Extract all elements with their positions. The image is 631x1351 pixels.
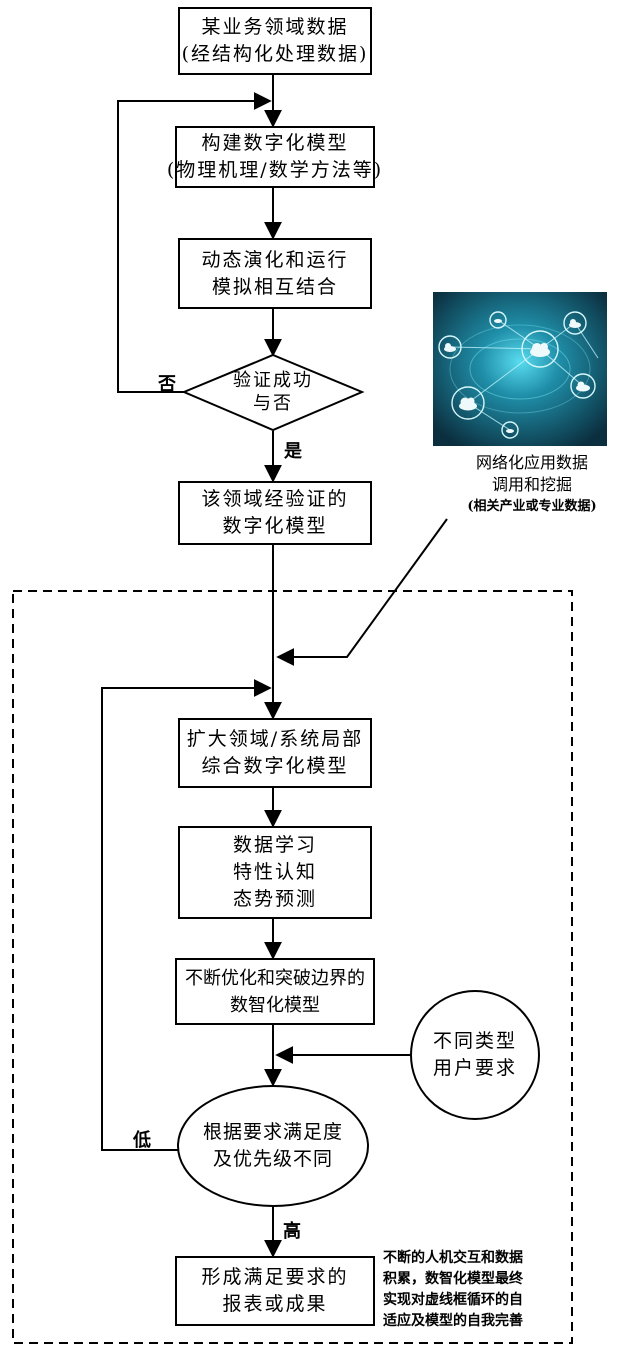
arrow-low-feedback	[101, 679, 272, 1151]
satisfaction-text: 根据要求满足度 及优先级不同	[202, 1121, 343, 1170]
arrow-network-data	[276, 518, 448, 666]
verify-diamond	[181, 353, 365, 432]
user-requirements-text: 不同类型 用户要求	[432, 1030, 517, 1079]
dashed-loop-frame	[12, 590, 573, 1344]
verify-text: 验证成功 与否	[233, 370, 313, 414]
arrow-verify-feedback	[117, 92, 272, 393]
loop-note: 不断的人机交互和数据 积累，数智化模型最终 实现对虚线框循环的自 适应及模型的自…	[383, 1250, 523, 1329]
box-result: 形成满足要求的 报表或成果	[175, 1256, 375, 1326]
box-data-learning: 数据学习 特性认知 态势预测	[178, 826, 372, 919]
box-expand-model: 扩大领域/系统局部 综合数字化模型	[178, 718, 372, 788]
network-data-caption: 网络化应用数据 调用和挖掘 (相关产业或专业数据)	[467, 453, 597, 514]
label-low: 低	[133, 1130, 151, 1151]
user-requirements-circle	[410, 990, 540, 1120]
satisfaction-ellipse	[177, 1085, 369, 1207]
box-dynamic-sim: 动态演化和运行 模拟相互结合	[178, 238, 372, 309]
box-build-model: 构建数字化模型 (物理机理/数学方法等)	[167, 126, 381, 188]
cloud-network-icon	[433, 292, 607, 446]
label-no: 否	[158, 374, 176, 395]
box-optimize-model: 不断优化和突破边界的 数智化模型	[175, 958, 375, 1025]
label-yes: 是	[284, 441, 302, 462]
box-verified-model: 该领域经验证的 数字化模型	[178, 481, 372, 545]
box-domain-data: 某业务领域数据 (经结构化处理数据)	[178, 7, 372, 75]
label-high: 高	[283, 1221, 301, 1242]
